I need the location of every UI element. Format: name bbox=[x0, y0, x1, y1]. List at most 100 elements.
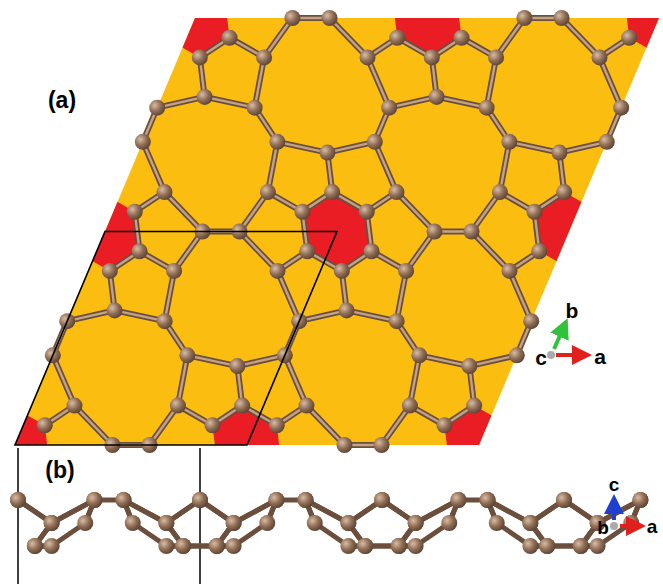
carbon-atom bbox=[599, 134, 615, 150]
carbon-atom bbox=[27, 538, 43, 554]
carbon-atom bbox=[158, 515, 174, 531]
carbon-atom bbox=[391, 538, 407, 554]
carbon-atom bbox=[156, 184, 172, 200]
carbon-atom bbox=[107, 302, 123, 318]
bond bbox=[330, 18, 368, 57]
carbon-atom bbox=[424, 49, 440, 65]
carbon-atom bbox=[10, 492, 26, 508]
carbon-atom bbox=[44, 538, 60, 554]
bond bbox=[600, 57, 622, 107]
carbon-atom bbox=[170, 398, 186, 414]
carbon-atom bbox=[234, 398, 250, 414]
supercell-fill bbox=[15, 18, 659, 445]
carbon-atom bbox=[454, 30, 470, 46]
carbon-atom bbox=[621, 30, 637, 46]
carbon-atom bbox=[339, 302, 355, 318]
carbon-atom bbox=[157, 313, 173, 329]
carbon-atom bbox=[426, 224, 442, 240]
carbon-atom bbox=[166, 263, 182, 279]
cell-boundary bbox=[199, 448, 201, 584]
carbon-atom bbox=[556, 492, 572, 508]
carbon-atom bbox=[209, 538, 225, 554]
carbon-atom bbox=[132, 243, 148, 259]
carbon-atom bbox=[247, 100, 263, 116]
carbon-atom bbox=[298, 492, 314, 508]
carbon-atom bbox=[429, 89, 445, 105]
bond bbox=[53, 355, 75, 405]
carbon-atom bbox=[86, 492, 102, 508]
carbon-atom bbox=[502, 263, 518, 279]
bond bbox=[510, 271, 532, 321]
carbon-atom bbox=[450, 492, 466, 508]
bond bbox=[368, 57, 390, 107]
carbon-atom bbox=[441, 515, 457, 531]
carbon-atom bbox=[197, 89, 213, 105]
carbon-atom bbox=[298, 398, 314, 414]
carbon-atom bbox=[260, 184, 276, 200]
carbon-atom bbox=[209, 538, 225, 554]
bond bbox=[306, 406, 344, 445]
carbon-atom bbox=[360, 49, 376, 65]
axis-label: c bbox=[535, 347, 547, 368]
carbon-atom bbox=[158, 538, 174, 554]
carbon-atom bbox=[116, 492, 132, 508]
bond bbox=[600, 57, 622, 107]
carbon-atom bbox=[66, 398, 82, 414]
carbon-atom bbox=[102, 263, 118, 279]
carbon-atom bbox=[464, 224, 480, 240]
bond bbox=[562, 18, 600, 57]
bond bbox=[375, 142, 397, 192]
hexagon-ring bbox=[624, 0, 663, 57]
axes bbox=[547, 322, 642, 530]
carbon-atom bbox=[86, 492, 102, 508]
carbon-atom bbox=[226, 515, 242, 531]
carbon-atom bbox=[226, 538, 242, 554]
bond bbox=[396, 192, 434, 231]
bond bbox=[562, 18, 600, 57]
carbon-atom bbox=[466, 398, 482, 414]
carbon-atom bbox=[632, 492, 648, 508]
carbon-atom bbox=[522, 538, 538, 554]
carbon-atom bbox=[522, 515, 538, 531]
carbon-atom bbox=[489, 515, 505, 531]
carbon-atom bbox=[192, 49, 208, 65]
carbon-atom bbox=[158, 515, 174, 531]
carbon-atom bbox=[307, 515, 323, 531]
hexagon-ring bbox=[160, 0, 229, 57]
bond bbox=[74, 406, 112, 445]
carbon-atom bbox=[175, 538, 191, 554]
axis-arrow bbox=[612, 498, 616, 520]
carbon-atom bbox=[256, 49, 272, 65]
carbon-atom bbox=[229, 358, 245, 374]
bond bbox=[143, 142, 165, 192]
carbon-atom bbox=[204, 417, 220, 433]
axis-label: b bbox=[566, 300, 579, 321]
carbon-atom bbox=[408, 515, 424, 531]
carbon-atom bbox=[149, 100, 165, 116]
carbon-atom bbox=[324, 184, 340, 200]
carbon-atom bbox=[408, 538, 424, 554]
bond bbox=[285, 355, 307, 405]
axis-origin bbox=[547, 351, 555, 359]
carbon-atom bbox=[364, 243, 380, 259]
carbon-atom bbox=[259, 515, 275, 531]
carbon-atom bbox=[573, 538, 589, 554]
panel-label: (a) bbox=[48, 89, 76, 112]
carbon-atom bbox=[590, 538, 606, 554]
carbon-atom bbox=[222, 30, 238, 46]
axis-label: b bbox=[597, 518, 609, 537]
panel-label: (b) bbox=[45, 459, 74, 482]
hexagon-ring bbox=[392, 0, 461, 57]
bond bbox=[74, 406, 112, 445]
carbon-atom bbox=[44, 515, 60, 531]
carbon-atom bbox=[374, 492, 390, 508]
bond bbox=[278, 271, 300, 321]
carbon-atom bbox=[522, 515, 538, 531]
carbon-atom bbox=[411, 347, 427, 363]
carbon-atom bbox=[357, 538, 373, 554]
carbon-atom bbox=[226, 515, 242, 531]
carbon-atom bbox=[359, 204, 375, 220]
carbon-atom bbox=[270, 263, 286, 279]
carbon-atom bbox=[389, 30, 405, 46]
